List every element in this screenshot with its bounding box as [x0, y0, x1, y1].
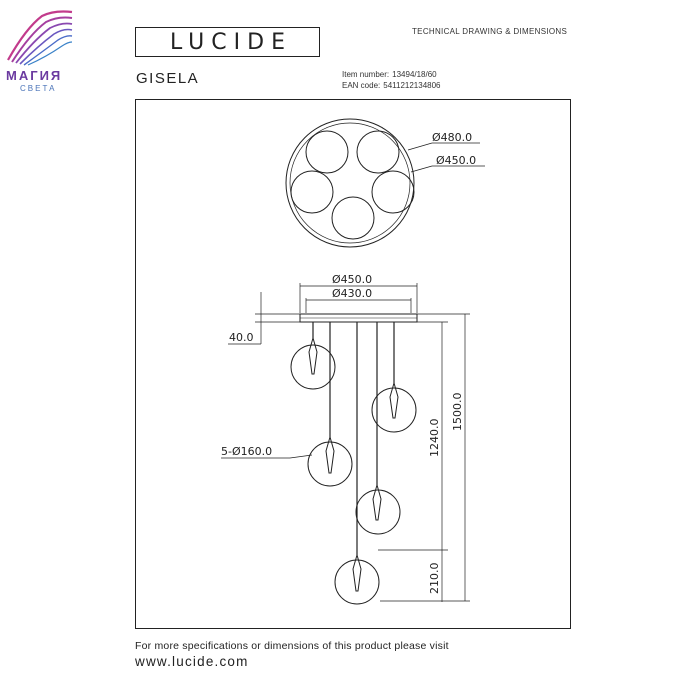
top-view-inner-circle — [289, 122, 411, 244]
shade-4 — [355, 489, 401, 535]
dim-shade-height: 210.0 — [428, 563, 441, 595]
footer-note: For more specifications or dimensions of… — [135, 640, 449, 652]
document-title: TECHNICAL DRAWING & DIMENSIONS — [412, 27, 568, 36]
ean-code-label: EAN code: — [342, 81, 381, 90]
top-view-outer-circle — [285, 118, 415, 248]
shade-5 — [334, 559, 380, 605]
dim-shade: 5-Ø160.0 — [221, 445, 272, 458]
dim-canopy-outer: Ø450.0 — [332, 273, 372, 286]
dim-top-outer: Ø480.0 — [432, 131, 472, 144]
item-number-value: 13494/18/60 — [392, 70, 437, 79]
top-view-shade-3 — [290, 170, 334, 214]
dim-canopy-inner: Ø430.0 — [332, 287, 372, 300]
item-number-label: Item number: — [342, 70, 390, 79]
top-view-shade-5 — [331, 196, 375, 240]
ean-code-value: 5411212134806 — [383, 81, 441, 90]
feather-logo-icon — [7, 10, 73, 66]
top-view-shade-4 — [371, 170, 415, 214]
watermark-title: МАГИЯ — [6, 68, 63, 83]
dim-total-height: 1500.0 — [451, 393, 464, 432]
brand-logo: LUCIDE — [135, 27, 320, 57]
top-view-shade-1 — [305, 130, 349, 174]
footer-url-link[interactable]: www.lucide.com — [135, 654, 249, 669]
dim-top-inner: Ø450.0 — [436, 154, 476, 167]
item-number-row: Item number:13494/18/60 — [342, 70, 437, 79]
product-name: GISELA — [136, 70, 200, 87]
watermark-subtitle: СВЕТА — [20, 84, 57, 93]
top-view-shade-2 — [356, 130, 400, 174]
dim-cable-length: 1240.0 — [428, 419, 441, 458]
dim-canopy-height: 40.0 — [229, 331, 254, 344]
shade-2 — [371, 387, 417, 433]
shade-1 — [290, 344, 336, 390]
ean-code-row: EAN code:5411212134806 — [342, 81, 441, 90]
drawing-frame — [135, 99, 571, 629]
shade-3 — [307, 441, 353, 487]
